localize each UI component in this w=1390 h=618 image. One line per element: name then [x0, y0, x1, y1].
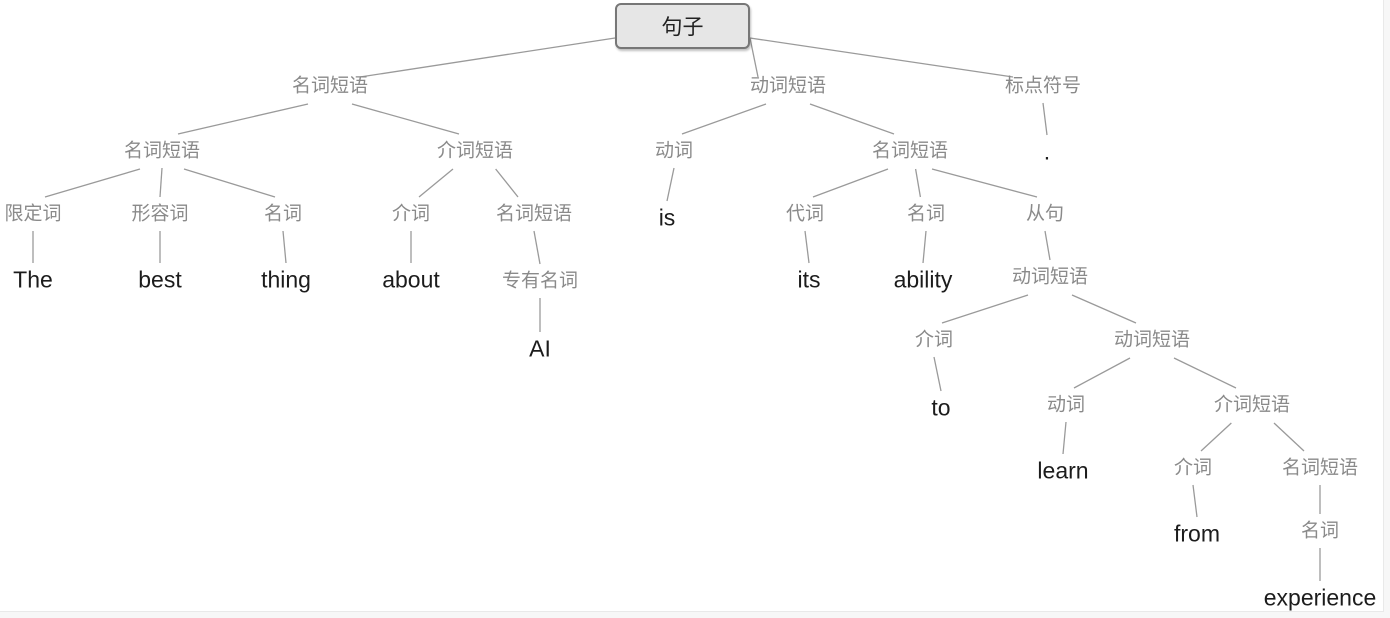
- category-node-p1: 介词: [391, 202, 431, 225]
- edge-pp2-to-np5: [1273, 422, 1305, 452]
- word-node-w-the: The: [13, 266, 53, 293]
- category-node-clause: 从句: [1025, 202, 1065, 225]
- edge-root-to-punct: [749, 37, 1014, 78]
- edge-root-to-np1: [359, 37, 616, 78]
- edge-vp1-to-np3: [809, 103, 895, 135]
- edge-np3-to-clause: [931, 168, 1038, 198]
- edge-pp1-to-np4: [495, 168, 519, 198]
- word-node-w-to: to: [931, 394, 951, 421]
- category-node-adj: 形容词: [131, 202, 189, 225]
- word-node-w-about: about: [382, 266, 440, 293]
- edge-np2-to-adj: [159, 167, 163, 198]
- edge-vp2-to-p2: [941, 294, 1029, 324]
- edge-n1-to-w-thing: [282, 230, 287, 264]
- word-node-dot: .: [1043, 138, 1051, 165]
- category-node-vp3: 动词短语: [1113, 328, 1191, 351]
- category-node-pp2: 介词短语: [1213, 393, 1291, 416]
- word-node-w-from: from: [1174, 520, 1220, 547]
- edge-np3-to-pron: [812, 168, 889, 198]
- edge-np4-to-propn: [533, 230, 541, 265]
- category-node-propn: 专有名词: [501, 269, 579, 292]
- edge-vp2-to-vp3: [1071, 294, 1137, 324]
- category-node-np3: 名词短语: [871, 139, 949, 162]
- category-node-np2: 名词短语: [123, 139, 201, 162]
- word-node-w-is: is: [658, 204, 676, 231]
- edge-np2-to-det: [44, 168, 141, 198]
- category-node-v1: 动词: [654, 139, 694, 162]
- category-node-p2: 介词: [914, 328, 954, 351]
- edge-p2-to-w-to: [933, 356, 942, 392]
- category-node-np5: 名词短语: [1281, 456, 1359, 479]
- edge-punct-to-dot: [1042, 102, 1048, 136]
- category-node-vp1: 动词短语: [749, 74, 827, 97]
- category-node-n2: 名词: [906, 202, 946, 225]
- word-node-w-experience: experience: [1263, 584, 1377, 611]
- category-node-vp2: 动词短语: [1011, 265, 1089, 288]
- edge-pron-to-w-its: [804, 230, 810, 264]
- category-node-np1: 名词短语: [291, 74, 369, 97]
- edge-n2-to-w-ability: [922, 230, 927, 264]
- edge-p3-to-w-from: [1192, 484, 1198, 518]
- category-node-np4: 名词短语: [495, 202, 573, 225]
- word-node-w-best: best: [138, 266, 182, 293]
- category-node-n3: 名词: [1300, 519, 1340, 542]
- root-node-sentence: 句子: [615, 3, 750, 49]
- edge-np3-to-n2: [914, 168, 922, 198]
- category-node-punct: 标点符号: [1004, 74, 1082, 97]
- root-label: 句子: [661, 15, 704, 39]
- word-node-w-ai: AI: [529, 335, 551, 362]
- word-node-w-ability: ability: [893, 266, 953, 293]
- edge-np1-to-np2: [177, 103, 309, 135]
- edge-pp1-to-p1: [418, 168, 454, 198]
- category-node-pp1: 介词短语: [436, 139, 514, 162]
- edge-v2-to-w-learn: [1062, 421, 1067, 455]
- word-node-w-its: its: [797, 266, 821, 293]
- category-node-n1: 名词: [263, 202, 303, 225]
- edge-np2-to-n1: [183, 168, 276, 198]
- edge-root-to-vp1: [749, 37, 759, 78]
- edge-v1-to-w-is: [666, 167, 675, 202]
- edge-vp3-to-v2: [1073, 357, 1131, 389]
- category-node-det: 限定词: [4, 202, 62, 225]
- category-node-pron: 代词: [785, 202, 825, 225]
- edge-clause-to-vp2: [1044, 230, 1051, 261]
- word-node-w-learn: learn: [1037, 457, 1089, 484]
- word-node-w-thing: thing: [261, 266, 311, 293]
- edge-pp2-to-p3: [1200, 422, 1232, 452]
- category-node-p3: 介词: [1173, 456, 1213, 479]
- category-node-v2: 动词: [1046, 393, 1086, 416]
- edge-vp3-to-pp2: [1173, 357, 1237, 389]
- edge-np1-to-pp1: [351, 103, 460, 135]
- edge-vp1-to-v1: [681, 103, 767, 135]
